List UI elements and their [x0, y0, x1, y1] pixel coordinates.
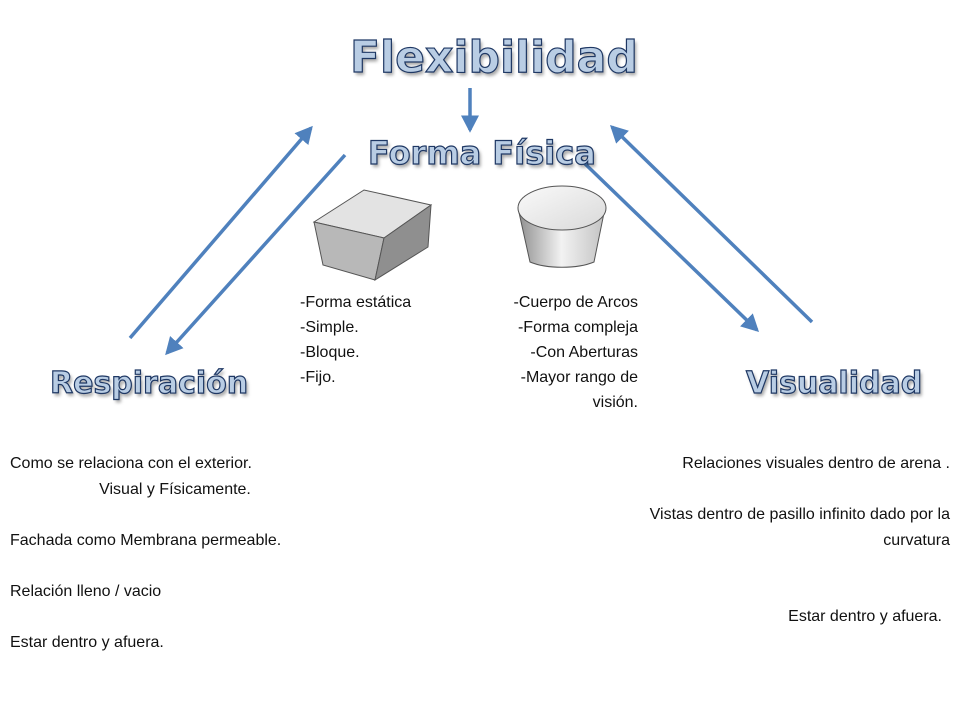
list-item: -Con Aberturas — [530, 344, 638, 361]
arrow-respiracion-up — [128, 125, 313, 340]
list-item: -Bloque. — [300, 344, 360, 361]
heading-visualidad: Visualidad — [745, 365, 923, 401]
list-item: -Forma estática — [300, 294, 412, 311]
note-line: Vistas dentro de pasillo infinito dado p… — [649, 506, 950, 523]
note-line: curvatura — [883, 531, 950, 549]
spacer — [10, 553, 340, 579]
note-line: Estar dentro y afuera. — [10, 633, 164, 651]
list-item: -Simple. — [300, 319, 359, 336]
box-shape-icon — [312, 189, 433, 282]
spacer — [10, 604, 340, 630]
heading-flexibilidad: Flexibilidad — [349, 31, 638, 83]
spacer — [10, 502, 340, 528]
list-item: -Mayor rango de — [520, 369, 638, 386]
arrow-forma-to-visualidad — [576, 155, 760, 332]
note-line: Relaciones visuales dentro de arena . — [682, 455, 950, 472]
list-item: -Forma compleja — [517, 319, 638, 336]
box-characteristics-list: -Forma estática -Simple. -Bloque. -Fijo. — [300, 290, 411, 390]
note-line: Fachada como Membrana permeable. — [10, 531, 282, 549]
note-line: Relación lleno / vacio — [10, 582, 162, 600]
note-line: Estar dentro y afuera. — [788, 608, 942, 625]
spacer — [560, 579, 950, 605]
list-item: visión. — [592, 394, 638, 411]
list-item: -Cuerpo de Arcos — [513, 294, 638, 311]
spacer — [560, 477, 950, 503]
heading-forma-fisica: Forma Física — [367, 133, 596, 172]
respiracion-notes: Como se relaciona con el exterior. Visua… — [10, 451, 340, 655]
list-item: -Fijo. — [300, 369, 336, 386]
spacer — [560, 553, 950, 579]
cylinder-shape-icon — [517, 185, 607, 268]
note-line: Visual y Físicamente. — [99, 480, 251, 498]
cylinder-characteristics-list: -Cuerpo de Arcos -Forma compleja -Con Ab… — [470, 290, 638, 415]
visualidad-notes: Relaciones visuales dentro de arena . Vi… — [560, 451, 950, 630]
note-line: Como se relaciona con el exterior. — [10, 455, 252, 472]
heading-respiracion: Respiración — [49, 365, 249, 401]
arrow-visualidad-up — [609, 125, 814, 324]
arrow-forma-to-respiracion — [165, 153, 347, 356]
